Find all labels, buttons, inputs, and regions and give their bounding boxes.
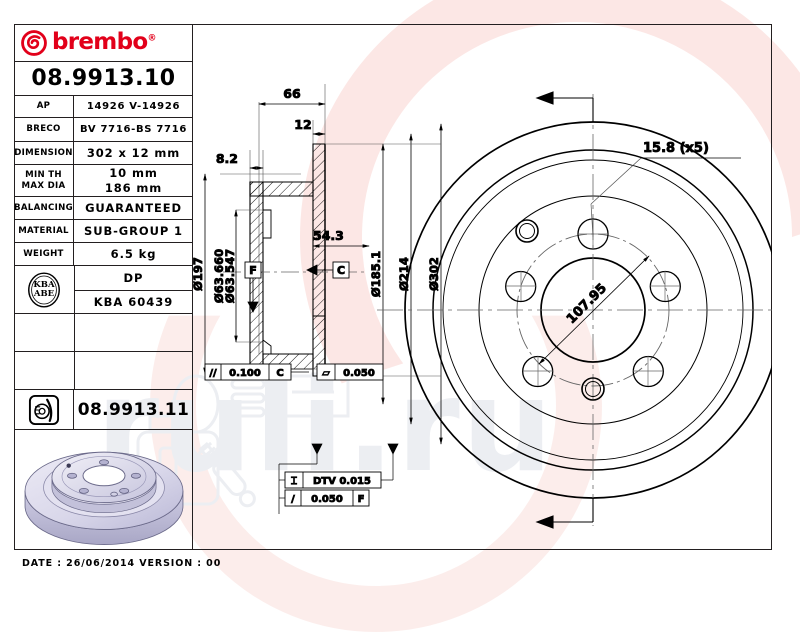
table-divider [74, 290, 193, 291]
table-row-approval: KBA ABE DP KBA 60439 [14, 266, 193, 314]
caliper-icon-shape [28, 394, 59, 425]
product-photo-cell [14, 430, 193, 550]
bolt-hole-size-note: 15.8 (x5) [643, 141, 709, 156]
row-label: DIMENSION [14, 142, 74, 164]
runout-symbol: / [291, 494, 295, 505]
secondary-part-number-row: 08.9913.11 [14, 390, 193, 430]
row-value: 10 mm 186 mm [74, 165, 193, 196]
kba-seal-shape [28, 272, 60, 308]
dimension-hat-offset: 8.2 [216, 151, 238, 166]
drawing-sheet: ruli.ru brem [14, 0, 800, 632]
registered-mark: ® [147, 33, 156, 44]
dtv-frame: ⌶ DTV 0.015 [284, 471, 382, 489]
technical-drawing: 66 12 8.2 [193, 84, 772, 529]
row-value: 302 x 12 mm [86, 145, 181, 160]
row-label: MATERIAL [14, 220, 74, 242]
approval-number: KBA 60439 [93, 295, 174, 309]
table-row-dimension: DIMENSION 302 x 12 mm [14, 142, 193, 165]
dtv-value: DTV 0.015 [313, 476, 371, 487]
table-row-material: MATERIAL SUB-GROUP 1 [14, 220, 193, 243]
approval-type: DP [123, 271, 144, 285]
runout-value: 0.050 [311, 494, 343, 505]
dimension-center-bore-upper: Ø63.660 [212, 249, 226, 303]
drawing-frame [14, 24, 772, 550]
kba-line1: KBA [33, 280, 55, 291]
threaded-holes [515, 219, 605, 401]
runout-datum: F [358, 494, 365, 505]
row-value: BV 7716-BS 7716 [79, 124, 188, 135]
row-label: MIN TH MAX DIA [14, 165, 74, 196]
row-label: WEIGHT [14, 243, 74, 265]
brake-disc-3d-render [24, 451, 183, 546]
parallelism-frame: // 0.100 C [204, 363, 292, 381]
kba-seal-label: KBA ABE [21, 270, 67, 310]
parallelism-value: 0.100 [229, 368, 261, 379]
row-label: AP [14, 96, 74, 117]
flatness-symbol: ▱ [322, 368, 330, 379]
dimension-friction-inner-diameter: Ø185.1 [369, 251, 383, 297]
row-value: 6.5 kg [110, 246, 157, 261]
primary-part-number-cell: 08.9913.10 [14, 62, 193, 96]
brand-name: brembo® [52, 29, 156, 55]
dimension-overall-width: 66 [283, 86, 301, 101]
row-value-line2: 186 mm [104, 180, 163, 195]
datum-c-label: C [337, 264, 345, 277]
table-divider [74, 352, 75, 390]
row-label-line1: MIN TH [25, 169, 62, 180]
flatness-frame: ▱ 0.050 [316, 363, 384, 381]
footer-date-version: DATE : 26/06/2014 VERSION : 00 [22, 558, 222, 569]
row-value: 14926 V-14926 [86, 101, 181, 112]
flatness-value: 0.050 [343, 368, 375, 379]
bolt-circle-dimension: 107.95 [564, 281, 610, 327]
row-value: GUARANTEED [85, 200, 182, 215]
dimension-hat-outer-diameter: Ø197 [193, 257, 205, 291]
dimension-disc-thickness: 12 [294, 117, 311, 132]
parallelism-datum: C [276, 368, 283, 379]
dimension-outer-diameter: Ø302 [427, 257, 441, 291]
row-label: BALANCING [14, 197, 74, 219]
row-label: BRECO [14, 118, 74, 141]
primary-part-number: 08.9913.10 [31, 66, 176, 91]
table-row-blank-2 [14, 352, 193, 390]
datum-f-label: F [249, 264, 257, 277]
table-row-balancing: BALANCING GUARANTEED [14, 197, 193, 220]
table-divider [74, 314, 75, 352]
row-value: SUB-GROUP 1 [84, 223, 183, 238]
dimension-center-bore-lower: Ø63.547 [223, 249, 237, 303]
secondary-part-number: 08.9913.11 [77, 399, 190, 420]
kba-line2: ABE [33, 289, 55, 299]
specification-table: brembo® 08.9913.10 AP 14926 V-14926 BREC… [14, 24, 193, 550]
kba-abe-seal-icon: KBA ABE [21, 270, 67, 310]
table-row-ap: AP 14926 V-14926 [14, 96, 193, 118]
runout-frame: / 0.050 F [284, 489, 370, 507]
dtv-symbol: ⌶ [291, 476, 297, 487]
table-row-blank-1 [14, 314, 193, 352]
brand-logo-cell: brembo® [14, 24, 193, 62]
brake-disc-caliper-icon [14, 390, 74, 429]
table-row-weight: WEIGHT 6.5 kg [14, 243, 193, 266]
row-value-line1: 10 mm [109, 165, 158, 180]
row-label-line2: MAX DIA [21, 180, 66, 191]
brembo-spiral-icon [21, 29, 47, 56]
table-row-breco: BRECO BV 7716-BS 7716 [14, 118, 193, 142]
parallelism-symbol: // [209, 368, 217, 379]
table-row-min-th-max-dia: MIN TH MAX DIA 10 mm 186 mm [14, 165, 193, 197]
dimension-hat-depth: 54.3 [313, 228, 344, 243]
